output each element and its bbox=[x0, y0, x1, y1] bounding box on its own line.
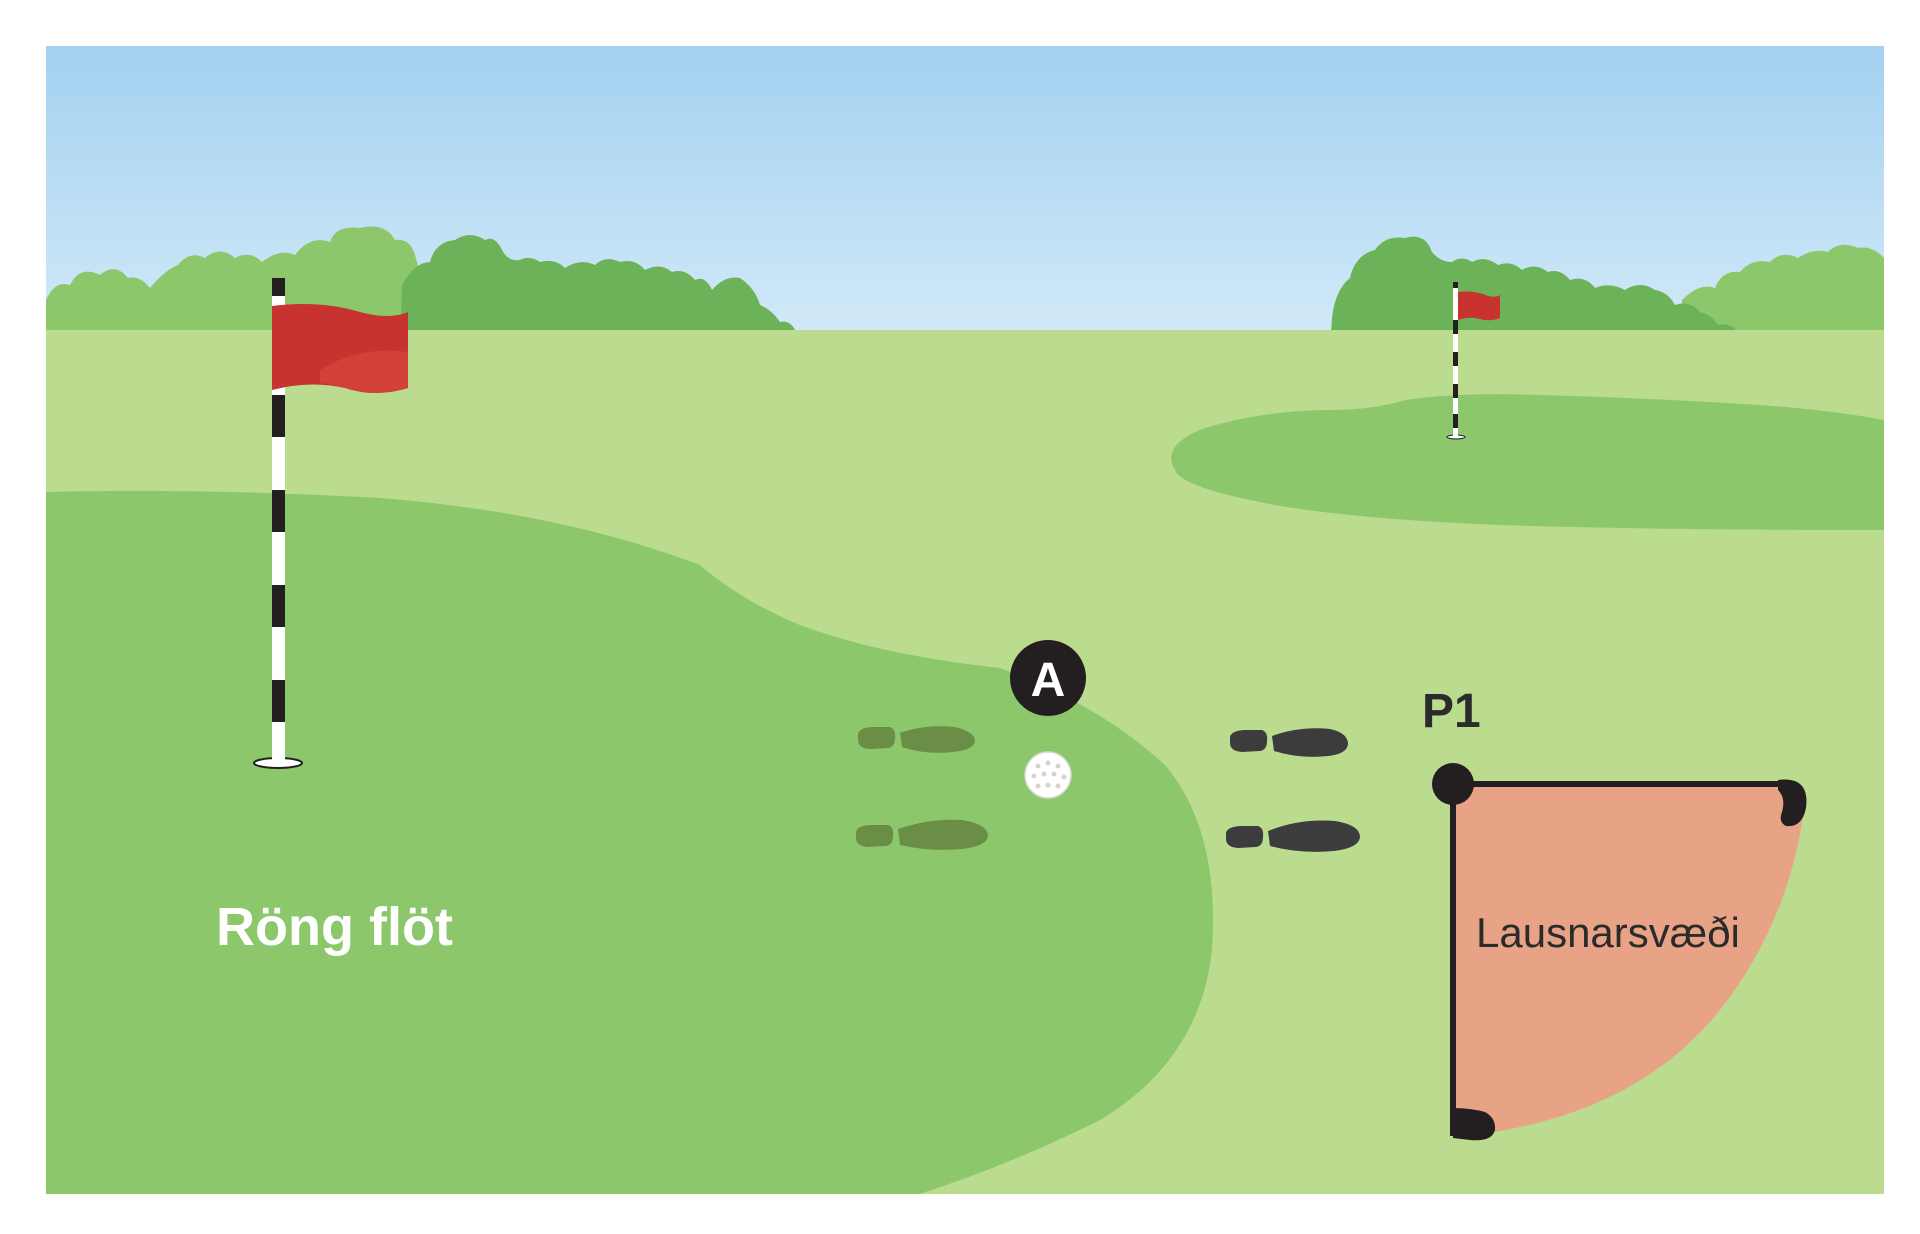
far-flag-icon bbox=[1446, 282, 1500, 440]
badge-label: A bbox=[1031, 654, 1066, 707]
point-p1-marker bbox=[1432, 763, 1474, 805]
point-a-badge: A bbox=[1010, 640, 1086, 716]
footprint-icon-left-pair bbox=[856, 726, 988, 850]
relief-area-label: Lausnarsvæði bbox=[1476, 909, 1740, 956]
wrong-green-label: Röng flöt bbox=[216, 897, 453, 957]
footprint-icon-right-pair bbox=[1226, 728, 1360, 852]
far-green bbox=[1171, 394, 1884, 530]
trees-right bbox=[1330, 236, 1884, 348]
point-p1-label: P1 bbox=[1422, 685, 1481, 738]
relief-area: Lausnarsvæði bbox=[1432, 763, 1807, 1141]
wrong-green bbox=[46, 490, 1214, 1194]
golf-ball-icon bbox=[1024, 751, 1072, 799]
near-flag-icon bbox=[253, 278, 408, 769]
